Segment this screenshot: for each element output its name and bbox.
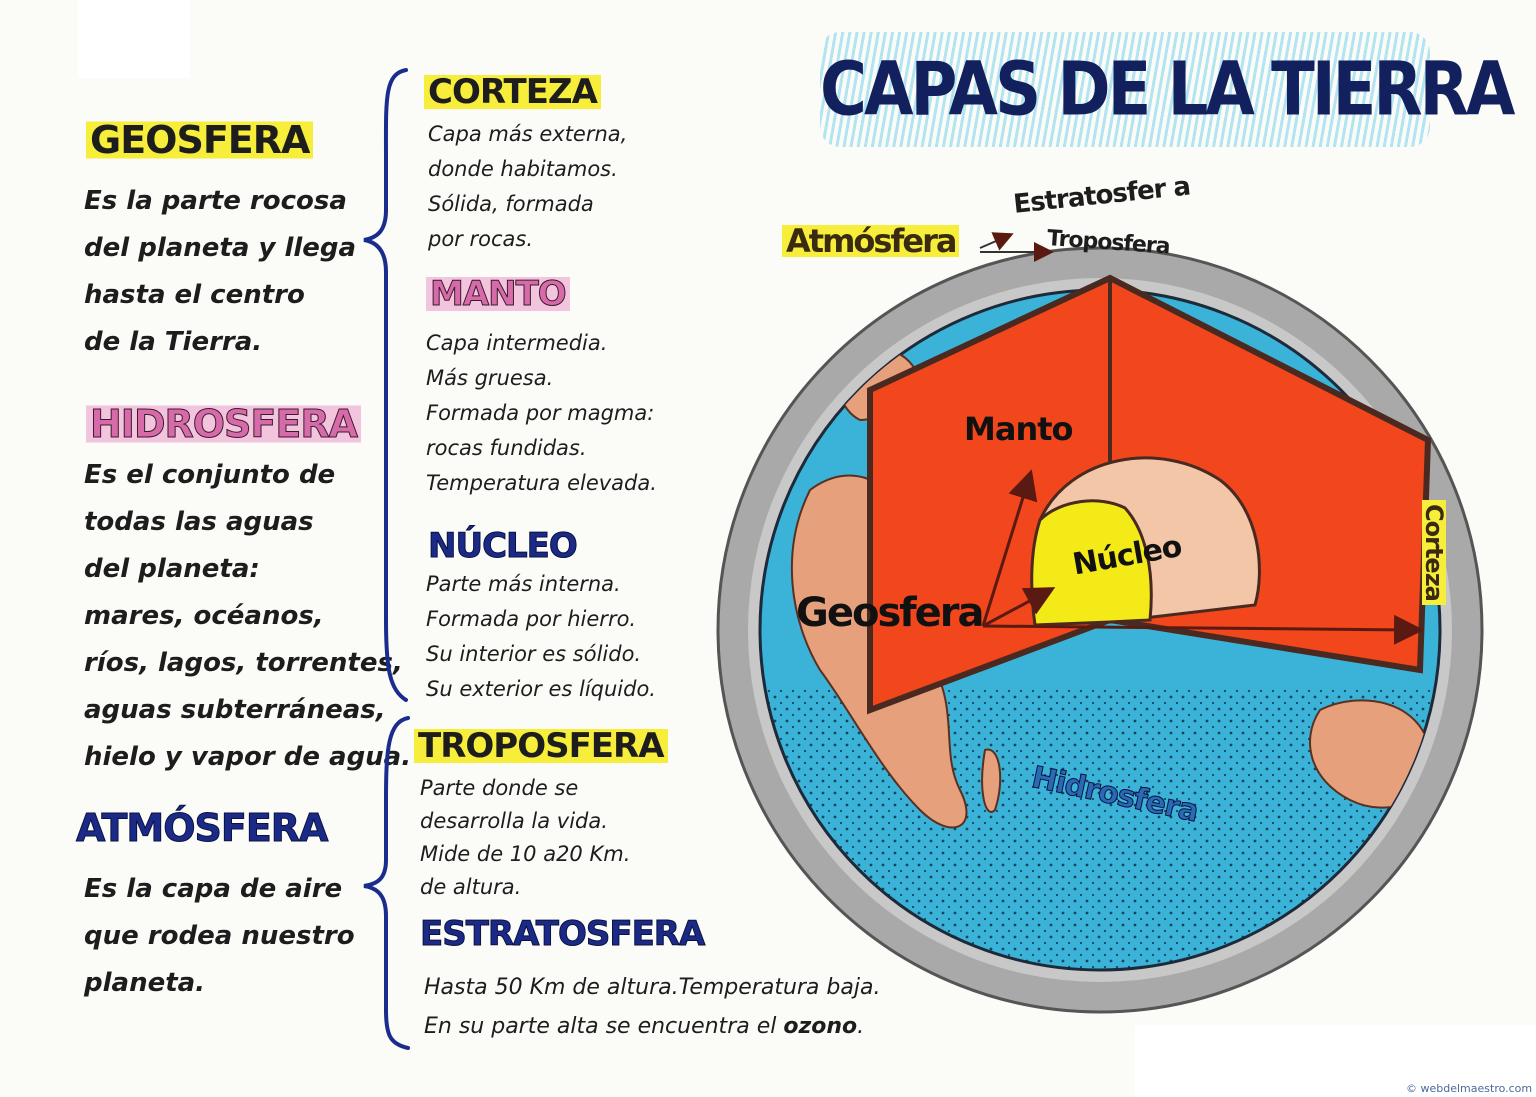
hidrosfera-line: mares, océanos, [84,601,324,631]
estratosfera-description: Hasta 50 Km de altura.Temperatura baja. … [424,968,880,1046]
atmosfera-description: Es la capa de aire que rodea nuestro pla… [84,866,355,1007]
diagram-label-manto-text: Manto [964,410,1073,448]
atmosfera-line: Es la capa de aire [84,874,343,904]
ozono-text: ozono [783,1014,858,1039]
bracket-atmosfera [363,716,410,1050]
estratosfera-line-2: En su parte alta se encuentra el ozono. [424,1007,880,1046]
atmosfera-line: planeta. [84,968,206,998]
nucleo-heading-text: NÚCLEO [428,526,579,567]
manto-line: rocas fundidas. [426,436,587,460]
corteza-heading-text: CORTEZA [424,72,601,112]
estratosfera-heading: ESTRATOSFERA [419,914,705,955]
diagram-label-corteza: Corteza [1420,500,1448,605]
geosfera-description: Es la parte rocosa del planeta y llega h… [84,178,356,366]
manto-line: Capa intermedia. [426,331,608,355]
corteza-line: Sólida, formada [428,192,594,216]
troposfera-line: Mide de 10 a20 Km. [420,842,631,866]
arrow-nucleo [982,587,1056,628]
nucleo-line: Su exterior es líquido. [426,677,656,701]
troposfera-description: Parte donde se desarrolla la vida. Mide … [420,772,630,904]
brackets [363,68,410,1050]
white-patch-bottom [1135,1025,1536,1097]
atmosfera-heading-text: ATMÓSFERA [75,806,328,851]
diagram-label-corteza-text: Corteza [1420,500,1448,605]
troposfera-line: desarrolla la vida. [420,809,608,833]
hidrosfera-line: ríos, lagos, torrentes, [84,648,403,678]
manto-heading-text: MANTO [426,274,570,315]
geosfera-line: del planeta y llega [84,233,357,263]
corteza-heading: CORTEZA [424,72,601,112]
manto-line: Formada por magma: [426,401,655,425]
hidrosfera-heading-text: HIDROSFERA [86,402,362,447]
diagram-label-geosfera: Geosfera [796,590,984,636]
manto-line: Temperatura elevada. [426,471,657,495]
madagascar-land [981,748,1002,813]
troposfera-line: Parte donde se [420,776,579,800]
estratosfera-line-2-suffix: . [857,1014,865,1039]
corteza-line: por rocas. [428,227,533,251]
geosfera-line: Es la parte rocosa [84,186,347,216]
arrow-manto [981,469,1038,627]
geosfera-heading-text: GEOSFERA [86,118,314,162]
estratosfera-line-2-prefix: En su parte alta se encuentra el [424,1014,784,1039]
nucleo-line: Su interior es sólido. [426,642,642,666]
corteza-line: Capa más externa, [428,122,628,146]
atmosfera-heading: ATMÓSFERA [75,806,328,851]
diagram-label-atmosfera: Atmósfera [782,222,960,260]
atmosfera-line: que rodea nuestro [84,921,355,951]
hidrosfera-line: todas las aguas [84,507,314,537]
inner-core [1030,499,1153,627]
earth-diagram [716,232,1484,1014]
hidrosfera-line: hielo y vapor de agua. [84,742,412,772]
geosfera-heading: GEOSFERA [86,118,314,162]
corteza-description: Capa más externa, donde habitamos. Sólid… [428,117,627,257]
page-title: CAPAS DE LA TIERRA [820,48,1515,134]
hidrosfera-heading: HIDROSFERA [86,402,362,447]
white-patch-top [78,0,190,78]
nucleo-description: Parte más interna. Formada por hierro. S… [426,567,656,707]
estratosfera-line-1: Hasta 50 Km de altura.Temperatura baja. [424,975,881,1000]
manto-heading: MANTO [426,274,570,315]
estratosfera-heading-text: ESTRATOSFERA [419,914,705,955]
hidrosfera-line: aguas subterráneas, [84,695,386,725]
arrow-corteza [982,614,1424,645]
hidrosfera-description: Es el conjunto de todas las aguas del pl… [84,452,411,781]
geosfera-line: de la Tierra. [84,327,263,357]
nucleo-line: Formada por hierro. [426,607,637,631]
diagram-label-atmosfera-text: Atmósfera [782,222,960,260]
manto-line: Más gruesa. [426,366,554,390]
nucleo-heading: NÚCLEO [428,526,579,567]
geosfera-line: hasta el centro [84,280,305,310]
diagram-label-manto: Manto [964,410,1073,448]
manto-description: Capa intermedia. Más gruesa. Formada por… [426,326,657,501]
corteza-line: donde habitamos. [428,157,618,181]
hidrosfera-line: Es el conjunto de [84,460,336,490]
nucleo-line: Parte más interna. [426,572,621,596]
arrow-estratosfera [979,232,1014,251]
credit-text: © webdelmaestro.com [1406,1082,1533,1095]
diagram-label-geosfera-text: Geosfera [796,590,984,636]
troposfera-heading: TROPOSFERA [414,726,668,766]
bracket-geosfera [363,68,408,702]
troposfera-line: de altura. [420,875,522,899]
hidrosfera-line: del planeta: [84,554,260,584]
title-scribble [820,32,1430,147]
troposfera-heading-text: TROPOSFERA [414,726,668,766]
